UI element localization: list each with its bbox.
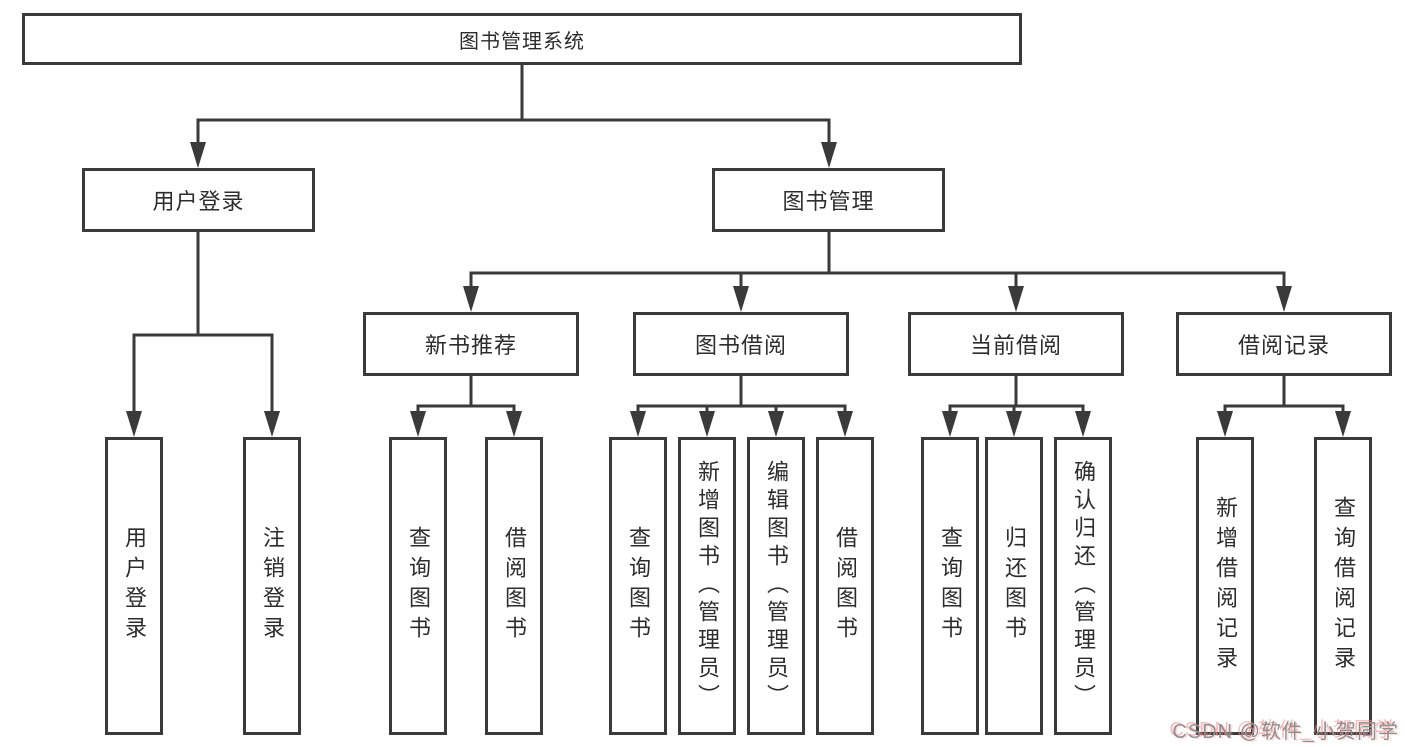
node-leaf-user-login: 用户登录 — [105, 437, 163, 735]
node-new-book-recommend-label: 新书推荐 — [424, 333, 517, 358]
connectors-user-login-children — [126, 229, 280, 437]
node-leaf-query-borrow-record: 查询借阅记录 — [1314, 437, 1372, 735]
csdn-watermark: CSDN @软件_小贺同学 — [1172, 721, 1399, 743]
node-library-system: 图书管理系统 — [22, 13, 1022, 65]
node-leaf-query-book-recommend-label: 查询图书 — [406, 526, 431, 646]
node-book-management-label: 图书管理 — [782, 189, 875, 214]
node-user-login-label: 用户登录 — [152, 189, 245, 214]
node-leaf-query-book-recommend: 查询图书 — [389, 437, 447, 735]
node-current-borrowing: 当前借阅 — [908, 312, 1124, 376]
connectors-book-management-to-level3 — [463, 229, 1292, 312]
node-current-borrowing-label: 当前借阅 — [969, 333, 1062, 358]
connectors-root-to-level2 — [190, 62, 837, 168]
node-leaf-logout-label: 注销登录 — [260, 526, 285, 646]
connectors-current-borrowing-children — [942, 373, 1091, 437]
node-leaf-add-book-admin-label: 新增图书（管理员） — [695, 460, 720, 712]
node-leaf-add-book-admin: 新增图书（管理员） — [678, 437, 736, 735]
node-leaf-borrow-book-label: 借阅图书 — [833, 526, 858, 646]
node-leaf-query-book-borrowing-label: 查询图书 — [626, 526, 651, 646]
node-user-login: 用户登录 — [82, 168, 315, 232]
node-borrowing-records: 借阅记录 — [1176, 312, 1392, 376]
node-leaf-query-book-borrowing: 查询图书 — [609, 437, 667, 735]
node-book-borrowing-label: 图书借阅 — [694, 333, 787, 358]
node-leaf-add-borrow-record-label: 新增借阅记录 — [1213, 496, 1238, 676]
node-book-management: 图书管理 — [712, 168, 945, 232]
node-leaf-user-login-label: 用户登录 — [122, 526, 147, 646]
node-leaf-return-book-label: 归还图书 — [1002, 526, 1027, 646]
node-leaf-query-book-current: 查询图书 — [921, 437, 979, 735]
node-leaf-logout: 注销登录 — [243, 437, 301, 735]
node-book-borrowing: 图书借阅 — [633, 312, 849, 376]
node-leaf-edit-book-admin-label: 编辑图书（管理员） — [764, 460, 789, 712]
node-leaf-borrow-book-recommend: 借阅图书 — [485, 437, 543, 735]
node-leaf-edit-book-admin: 编辑图书（管理员） — [747, 437, 805, 735]
node-leaf-borrow-book: 借阅图书 — [816, 437, 874, 735]
node-leaf-query-book-current-label: 查询图书 — [938, 526, 963, 646]
node-borrowing-records-label: 借阅记录 — [1237, 333, 1330, 358]
node-leaf-add-borrow-record: 新增借阅记录 — [1196, 437, 1254, 735]
node-leaf-borrow-book-recommend-label: 借阅图书 — [502, 526, 527, 646]
node-library-system-label: 图书管理系统 — [459, 30, 585, 53]
node-leaf-return-book: 归还图书 — [985, 437, 1043, 735]
connectors-book-borrowing-children — [630, 373, 853, 437]
node-leaf-confirm-return-admin: 确认归还（管理员） — [1054, 437, 1112, 735]
connectors-borrowing-records-children — [1217, 373, 1351, 437]
connectors-new-book-recommend-children — [410, 373, 522, 437]
node-new-book-recommend: 新书推荐 — [363, 312, 579, 376]
node-leaf-confirm-return-admin-label: 确认归还（管理员） — [1071, 460, 1096, 712]
node-leaf-query-borrow-record-label: 查询借阅记录 — [1331, 496, 1356, 676]
